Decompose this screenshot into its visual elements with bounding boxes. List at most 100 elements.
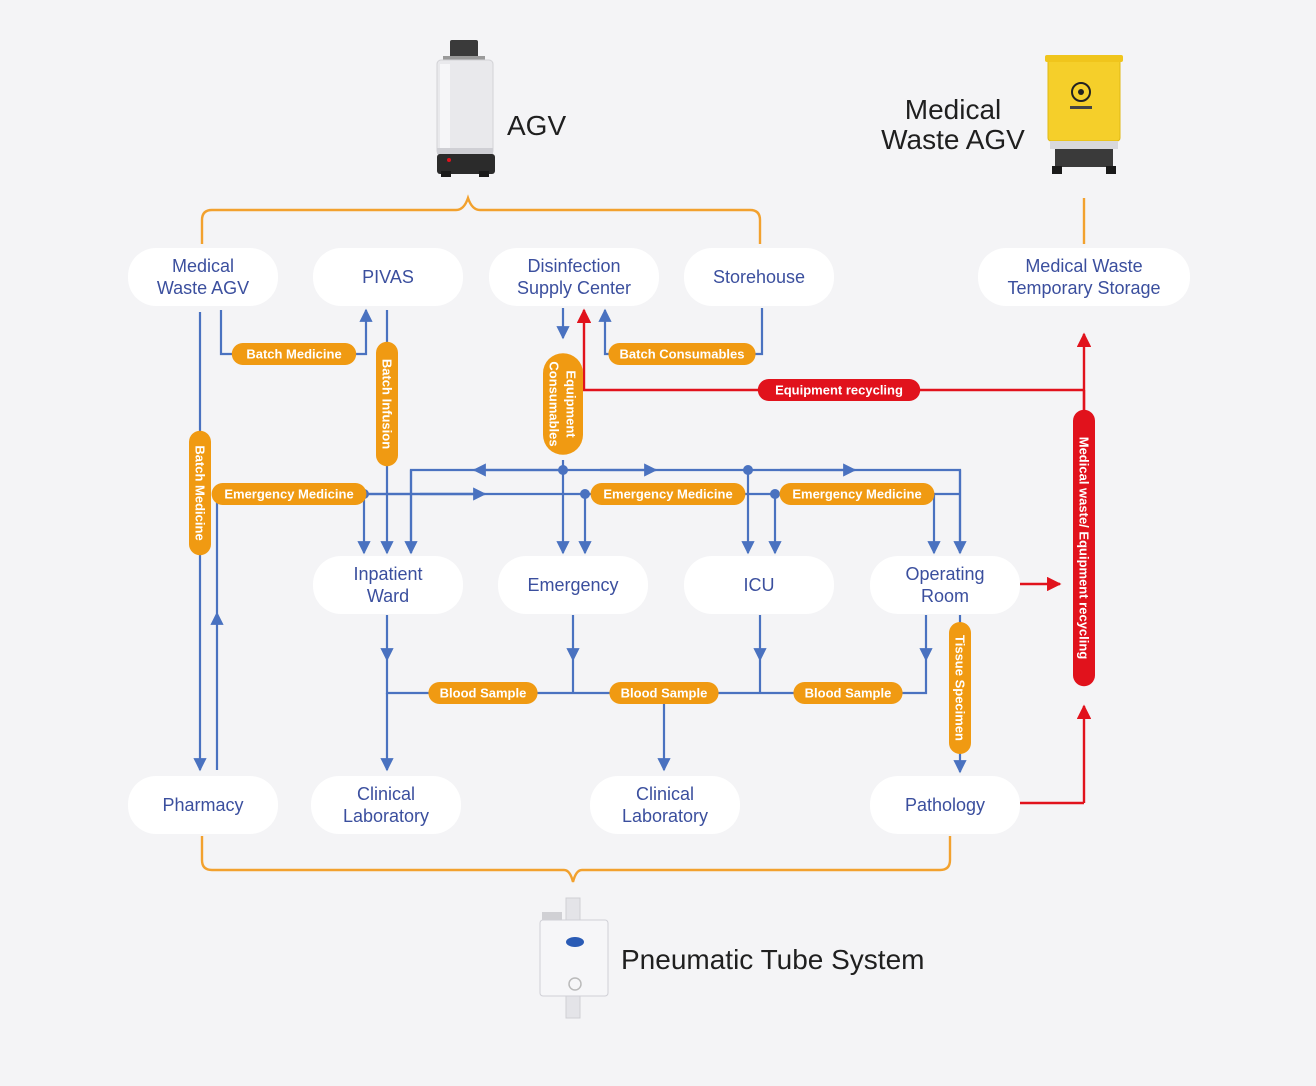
pneumatic-tube-brace bbox=[200, 836, 952, 883]
node-card bbox=[870, 556, 1020, 614]
node-label: Pathology bbox=[905, 795, 985, 815]
node-label: Temporary Storage bbox=[1007, 278, 1160, 298]
label-text: Batch Consumables bbox=[620, 347, 745, 362]
label-batch-consumables: Batch Consumables bbox=[608, 343, 756, 365]
label-text: Emergency Medicine bbox=[603, 487, 732, 502]
node-label: Medical bbox=[172, 256, 234, 276]
pneumatic-tube-title: Pneumatic Tube System bbox=[621, 944, 924, 975]
node-label: Operating bbox=[905, 564, 984, 584]
label-pill bbox=[608, 343, 756, 365]
label-text: Batch Medicine bbox=[193, 445, 208, 540]
node-label: Pharmacy bbox=[162, 795, 243, 815]
label-pill bbox=[211, 483, 367, 505]
label-text: Batch Infusion bbox=[380, 359, 395, 449]
node-card bbox=[311, 776, 461, 834]
node-label: Inpatient bbox=[353, 564, 422, 584]
label-pill bbox=[757, 379, 921, 401]
node-label: Ward bbox=[367, 586, 409, 606]
node-label: Laboratory bbox=[622, 806, 708, 826]
label-blood-sample-2: Blood Sample bbox=[609, 682, 719, 704]
label-pill bbox=[590, 483, 746, 505]
node-label: Waste AGV bbox=[157, 278, 249, 298]
node-pivas: PIVAS bbox=[313, 248, 463, 306]
label-pill bbox=[231, 343, 357, 365]
label-text: Tissue Specimen bbox=[953, 635, 968, 741]
node-card bbox=[978, 248, 1190, 306]
label-text: Medical waste/ Equipment recycling bbox=[1077, 437, 1092, 660]
label-text: Consumables bbox=[547, 361, 562, 446]
label-text: Emergency Medicine bbox=[224, 487, 353, 502]
label-text: Batch Medicine bbox=[246, 347, 341, 362]
node-label: PIVAS bbox=[362, 267, 414, 287]
node-card bbox=[498, 556, 648, 614]
node-label: Disinfection bbox=[527, 256, 620, 276]
label-text: Equipment recycling bbox=[775, 383, 903, 398]
pneumatic-tube-station-icon bbox=[539, 897, 609, 1019]
label-waste-recycling: Medical waste/ Equipment recycling bbox=[1073, 409, 1095, 687]
node-card bbox=[489, 248, 659, 306]
node-label: Room bbox=[921, 586, 969, 606]
node-label: Emergency bbox=[527, 575, 618, 595]
node-card bbox=[313, 248, 463, 306]
medical-waste-agv-icon bbox=[1045, 55, 1123, 174]
node-card bbox=[128, 776, 278, 834]
label-pill bbox=[1073, 409, 1095, 687]
label-text: Blood Sample bbox=[805, 686, 892, 701]
agv-robot-icon bbox=[436, 40, 495, 177]
label-pill bbox=[949, 622, 971, 754]
node-label: Storehouse bbox=[713, 267, 805, 287]
node-pharmacy: Pharmacy bbox=[128, 776, 278, 834]
node-label: Medical Waste bbox=[1025, 256, 1142, 276]
node-card bbox=[870, 776, 1020, 834]
label-blood-sample-1: Blood Sample bbox=[428, 682, 538, 704]
node-icu: ICU bbox=[684, 556, 834, 614]
label-batch-infusion: Batch Infusion bbox=[376, 341, 398, 467]
label-pill bbox=[376, 341, 398, 467]
waste-agv-title-line1: Medical bbox=[905, 94, 1001, 125]
label-pill bbox=[189, 430, 211, 556]
label-pill bbox=[779, 483, 935, 505]
node-card bbox=[313, 556, 463, 614]
label-emergency-medicine-2: Emergency Medicine bbox=[590, 483, 746, 505]
flow-lines bbox=[193, 308, 967, 774]
node-card bbox=[590, 776, 740, 834]
node-label: Clinical bbox=[357, 784, 415, 804]
label-pill bbox=[543, 353, 583, 455]
node-card bbox=[684, 556, 834, 614]
node-card bbox=[684, 248, 834, 306]
node-label: Laboratory bbox=[343, 806, 429, 826]
label-text: Equipment bbox=[564, 370, 579, 438]
label-pill bbox=[793, 682, 903, 704]
label-blood-sample-3: Blood Sample bbox=[793, 682, 903, 704]
node-storehouse: Storehouse bbox=[684, 248, 834, 306]
node-label: Supply Center bbox=[517, 278, 631, 298]
label-text: Blood Sample bbox=[440, 686, 527, 701]
agv-brace bbox=[200, 194, 762, 244]
label-equipment-recycling: Equipment recycling bbox=[757, 379, 921, 401]
label-batch-medicine-v: Batch Medicine bbox=[189, 430, 211, 556]
label-batch-medicine-h: Batch Medicine bbox=[231, 343, 357, 365]
waste-agv-title-line2: Waste AGV bbox=[881, 124, 1025, 155]
node-pathology: Pathology bbox=[870, 776, 1020, 834]
node-label: ICU bbox=[744, 575, 775, 595]
node-label: Clinical bbox=[636, 784, 694, 804]
label-emergency-medicine-3: Emergency Medicine bbox=[779, 483, 935, 505]
node-card bbox=[128, 248, 278, 306]
label-pill bbox=[428, 682, 538, 704]
label-pill bbox=[609, 682, 719, 704]
label-text: Blood Sample bbox=[621, 686, 708, 701]
label-text: Emergency Medicine bbox=[792, 487, 921, 502]
label-emergency-medicine-1: Emergency Medicine bbox=[211, 483, 367, 505]
